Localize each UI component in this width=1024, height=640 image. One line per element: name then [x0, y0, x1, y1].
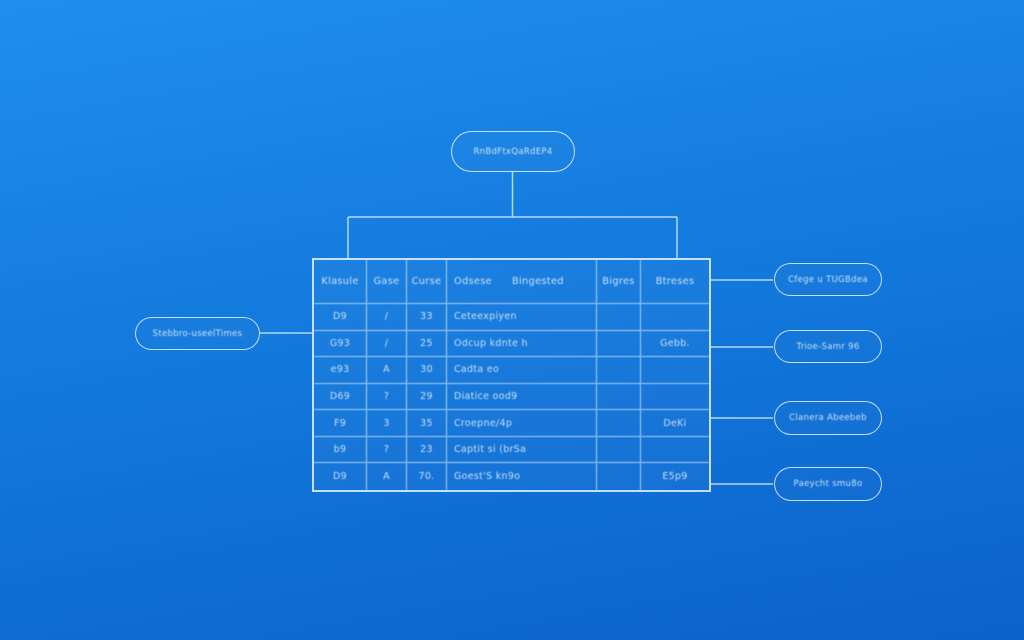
right-node-2: Trioe-Samr 96 — [774, 330, 882, 363]
col-header: Klasule — [314, 260, 367, 304]
right-node-3-label: Clanera Abeebeb — [789, 413, 867, 423]
table-cell — [641, 357, 709, 384]
table-cell: Gebb. — [641, 331, 709, 358]
table-cell: Goest'S kn9o — [447, 463, 597, 490]
table-cell — [597, 304, 641, 331]
table-cell: ? — [367, 383, 407, 411]
table-cell: 3 — [367, 410, 407, 437]
table-cell: 33 — [407, 304, 447, 331]
table-cell: Ceteexpiyen — [447, 304, 597, 331]
table-cell: 70. — [407, 463, 447, 490]
table-cell — [597, 436, 641, 464]
table-cell: / — [367, 304, 407, 331]
right-node-1-label: Cfege u TUGBdea — [788, 274, 868, 285]
table-cell — [641, 384, 709, 411]
table-cell: b9 — [314, 436, 367, 464]
table-cell — [597, 410, 641, 437]
table-cell: D9 — [314, 463, 367, 490]
table-cell: A — [367, 463, 407, 490]
table-cell — [641, 304, 709, 331]
table-cell: DeKi — [641, 410, 709, 437]
top-node-label: RnBdFtxQaRdEP4 — [473, 146, 553, 157]
table-cell — [597, 330, 641, 358]
table-cell: Cadta eo — [447, 357, 597, 384]
right-node-1: Cfege u TUGBdea — [774, 263, 882, 296]
table-cell: F9 — [314, 410, 367, 437]
left-node-label: Stebbro-useelTimes — [152, 328, 243, 339]
table-cell: 29 — [407, 383, 447, 411]
table-cell: 25 — [407, 330, 447, 358]
table-cell — [641, 437, 709, 464]
table-cell: D9 — [314, 304, 367, 331]
top-node: RnBdFtxQaRdEP4 — [451, 131, 575, 172]
table-cell: 23 — [407, 436, 447, 464]
table-cell: E5p9 — [662, 471, 688, 483]
table-cell — [597, 357, 641, 384]
table-cell: D69 — [314, 383, 367, 411]
col-header: Bigres — [597, 260, 641, 304]
table-cell: 35 — [407, 410, 447, 437]
table-cell — [597, 463, 641, 490]
table-cell: 30 — [407, 357, 447, 384]
table-cell: Diatice ood9 — [447, 383, 597, 411]
table-cell: Captit si (brSa — [447, 436, 597, 464]
table-cell: ? — [367, 436, 407, 464]
table-cell — [597, 383, 641, 411]
right-node-4: Paeycht smu8o — [774, 467, 882, 501]
table-cell: / — [367, 330, 407, 358]
table-cell: Odcup kdnte h — [447, 330, 597, 358]
col-header: Curse — [407, 260, 447, 304]
col-header: Btreses — [641, 260, 709, 304]
right-node-3: Clanera Abeebeb — [774, 401, 882, 435]
table-cell: A — [367, 357, 407, 384]
col-header: Gase — [367, 260, 407, 304]
left-node: Stebbro-useelTimes — [135, 317, 260, 350]
table-cell: Croepne/4p — [447, 410, 597, 437]
right-node-4-label: Paeycht smu8o — [793, 479, 863, 489]
table-cell: e93 — [314, 357, 367, 384]
right-node-2-label: Trioe-Samr 96 — [796, 341, 860, 352]
table-cell: G93 — [314, 330, 367, 358]
